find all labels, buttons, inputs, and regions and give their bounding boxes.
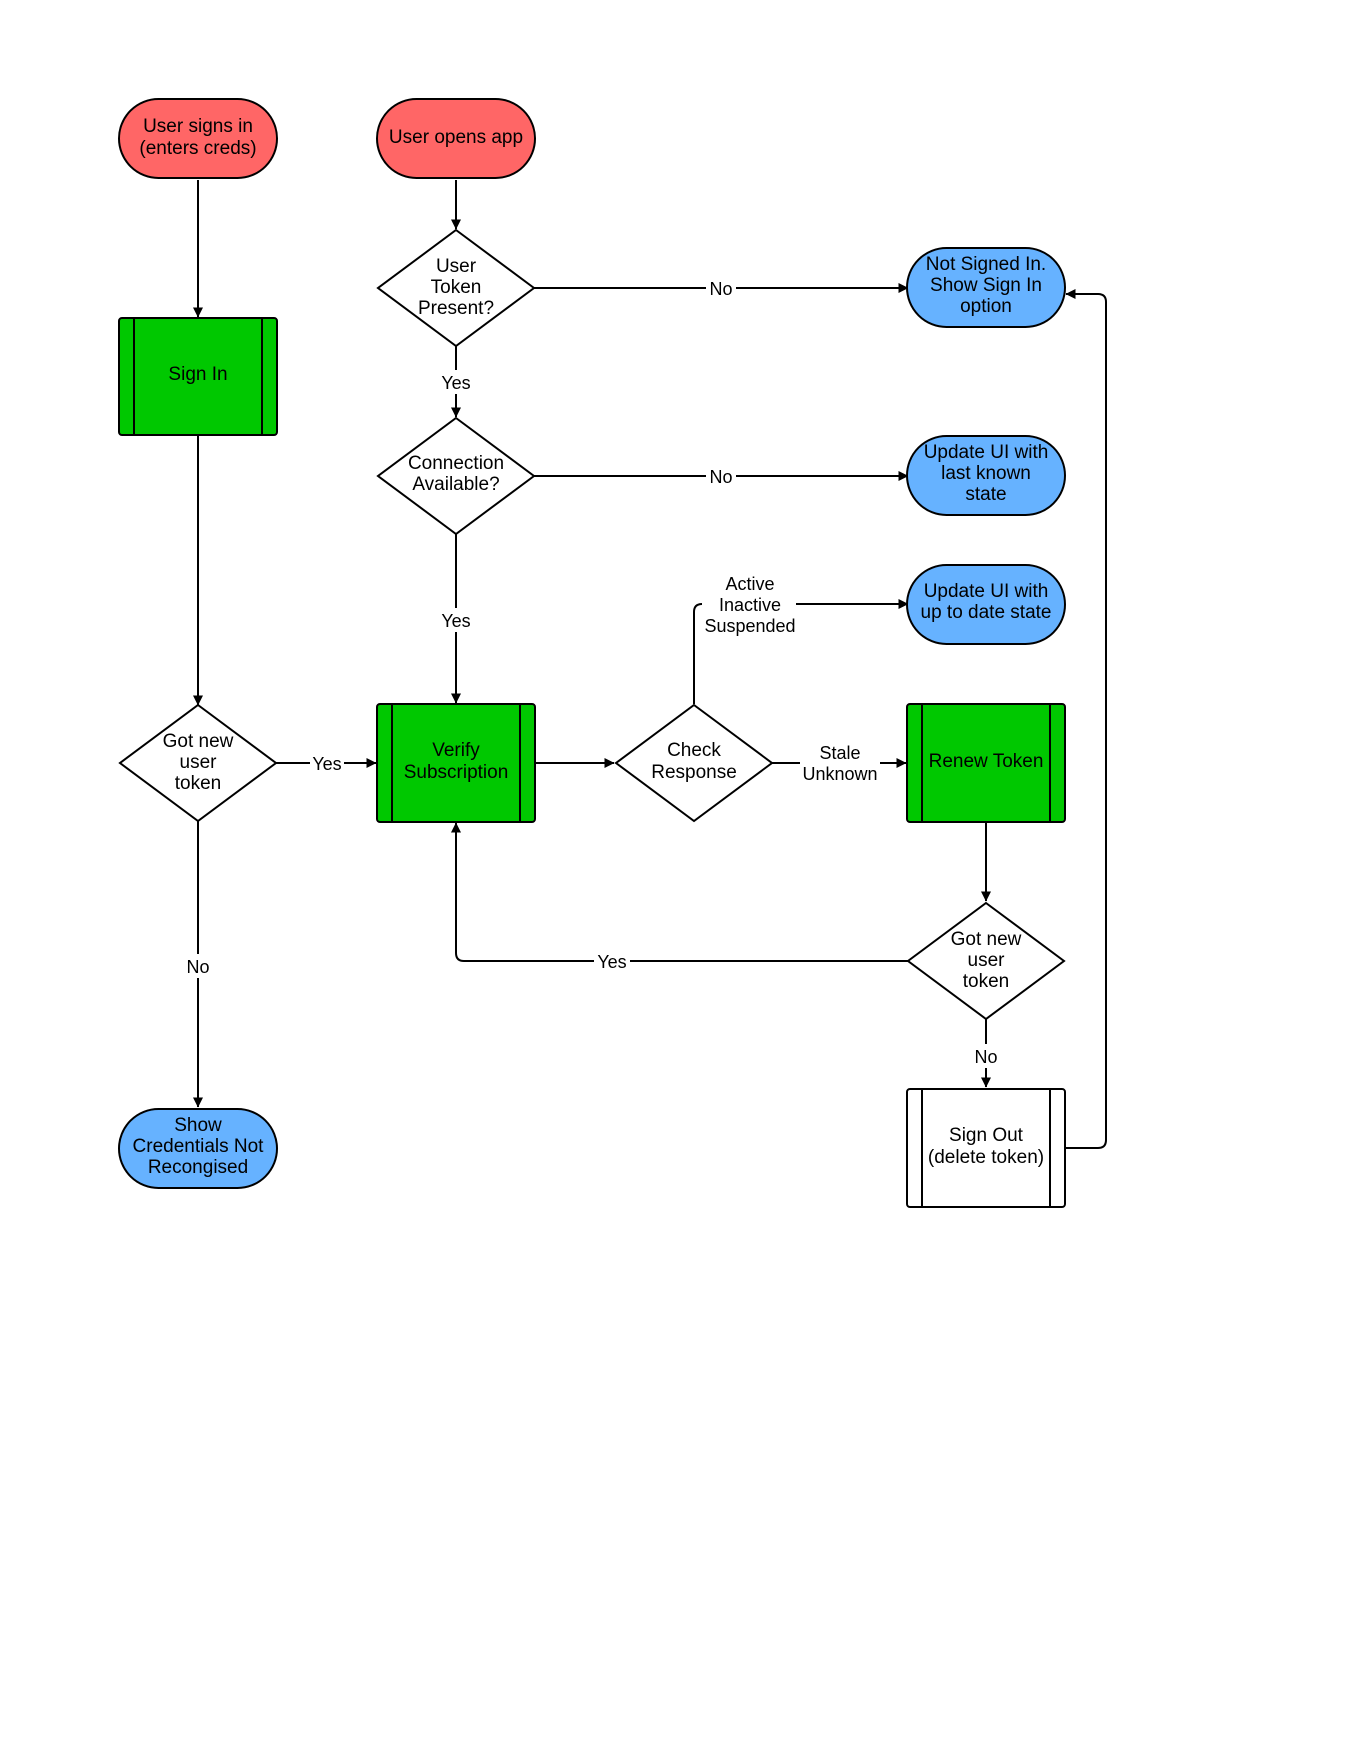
node-update-last-known: Update UI with last known state bbox=[906, 435, 1066, 516]
node-renew-token: Renew Token bbox=[906, 703, 1066, 823]
decision-shape bbox=[906, 901, 1066, 1021]
terminator-shape bbox=[906, 247, 1066, 328]
node-sign-out: Sign Out (delete token) bbox=[906, 1088, 1066, 1208]
node-check-response-line2: Response bbox=[651, 762, 737, 783]
node-verify-subscription-line1: Verify bbox=[432, 740, 480, 761]
node-show-credentials-line2: Credentials Not bbox=[133, 1136, 265, 1157]
node-got-new-token-right-line2: user bbox=[968, 950, 1006, 971]
label-status-inactive: Inactive bbox=[719, 595, 781, 615]
label-right-no: No bbox=[974, 1047, 997, 1067]
node-sign-out-line2: (delete token) bbox=[928, 1147, 1044, 1168]
node-not-signed-in-line1: Not Signed In. bbox=[926, 254, 1046, 275]
node-update-up-to-date-line2: up to date state bbox=[921, 602, 1052, 623]
label-status-unknown: Unknown bbox=[802, 764, 877, 784]
node-show-credentials: Show Credentials Not Recongised bbox=[118, 1108, 278, 1189]
node-update-up-to-date-line1: Update UI with bbox=[924, 581, 1049, 602]
decision-shape bbox=[376, 416, 536, 536]
node-got-new-token-right: Got new user token bbox=[906, 901, 1066, 1021]
node-verify-subscription-line2: Subscription bbox=[404, 762, 509, 783]
node-sign-out-line1: Sign Out bbox=[949, 1125, 1024, 1146]
node-update-last-known-line1: Update UI with bbox=[924, 442, 1049, 463]
node-token-present-line3: Present? bbox=[418, 298, 494, 319]
node-token-present-line1: User bbox=[436, 256, 477, 277]
node-verify-subscription: Verify Subscription bbox=[376, 703, 536, 823]
edge-got-token-right-yes bbox=[451, 822, 908, 962]
terminator-shape bbox=[118, 98, 278, 179]
label-left-no: No bbox=[186, 957, 209, 977]
node-got-new-token-left-line1: Got new bbox=[163, 731, 234, 752]
node-show-credentials-line1: Show bbox=[174, 1115, 222, 1136]
node-not-signed-in-line3: option bbox=[960, 296, 1012, 317]
node-not-signed-in: Not Signed In. Show Sign In option bbox=[906, 247, 1066, 328]
terminator-shape bbox=[906, 435, 1066, 516]
terminator-shape bbox=[118, 1108, 278, 1189]
node-user-opens-app-line1: User opens app bbox=[389, 127, 523, 148]
edge-sign-out-to-not-signed-in bbox=[1065, 289, 1107, 1149]
node-update-last-known-line3: state bbox=[965, 484, 1006, 505]
edge-check-active bbox=[693, 599, 909, 704]
label-token-no: No bbox=[709, 279, 732, 299]
process-shape bbox=[906, 1088, 1066, 1208]
label-left-yes: Yes bbox=[312, 754, 341, 774]
label-connection-no: No bbox=[709, 467, 732, 487]
label-status-suspended: Suspended bbox=[704, 616, 795, 636]
node-connection-available-line1: Connection bbox=[408, 453, 504, 474]
decision-shape bbox=[376, 228, 536, 348]
node-got-new-token-left-line2: user bbox=[180, 752, 218, 773]
node-got-new-token-left-line3: token bbox=[175, 773, 221, 794]
node-token-present-line2: Token bbox=[431, 277, 482, 298]
process-shape bbox=[906, 703, 1066, 823]
terminator-shape bbox=[906, 564, 1066, 645]
node-sign-in-line1: Sign In bbox=[168, 364, 227, 385]
node-user-signs-in-line1: User signs in bbox=[143, 116, 253, 137]
node-check-response: Check Response bbox=[614, 703, 774, 823]
edge-labels: No Yes No Yes Active Inactive Suspended … bbox=[183, 276, 1001, 1068]
node-update-last-known-line2: last known bbox=[941, 463, 1031, 484]
label-status-active: Active bbox=[725, 574, 774, 594]
node-user-signs-in-line2: (enters creds) bbox=[139, 138, 256, 159]
node-connection-available-line2: Available? bbox=[412, 474, 499, 495]
node-show-credentials-line3: Recongised bbox=[148, 1157, 248, 1178]
process-shape bbox=[118, 317, 278, 436]
node-got-new-token-right-line1: Got new bbox=[951, 929, 1022, 950]
node-check-response-line1: Check bbox=[667, 740, 721, 761]
node-not-signed-in-line2: Show Sign In bbox=[930, 275, 1042, 296]
node-got-new-token-right-line3: token bbox=[963, 971, 1009, 992]
label-token-yes: Yes bbox=[441, 373, 470, 393]
label-connection-yes: Yes bbox=[441, 611, 470, 631]
node-update-up-to-date: Update UI with up to date state bbox=[906, 564, 1066, 645]
label-status-stale: Stale bbox=[819, 743, 860, 763]
node-sign-in: Sign In bbox=[118, 317, 278, 436]
node-renew-token-line1: Renew Token bbox=[929, 751, 1044, 772]
label-right-yes: Yes bbox=[597, 952, 626, 972]
node-user-opens-app: User opens app bbox=[376, 98, 536, 179]
node-token-present: User Token Present? bbox=[376, 228, 536, 348]
decision-shape bbox=[614, 703, 774, 823]
process-shape bbox=[376, 703, 536, 823]
node-user-signs-in: User signs in (enters creds) bbox=[118, 98, 278, 179]
node-got-new-token-left: Got new user token bbox=[118, 703, 278, 823]
decision-shape bbox=[118, 703, 278, 823]
node-connection-available: Connection Available? bbox=[376, 416, 536, 536]
terminator-shape bbox=[376, 98, 536, 179]
